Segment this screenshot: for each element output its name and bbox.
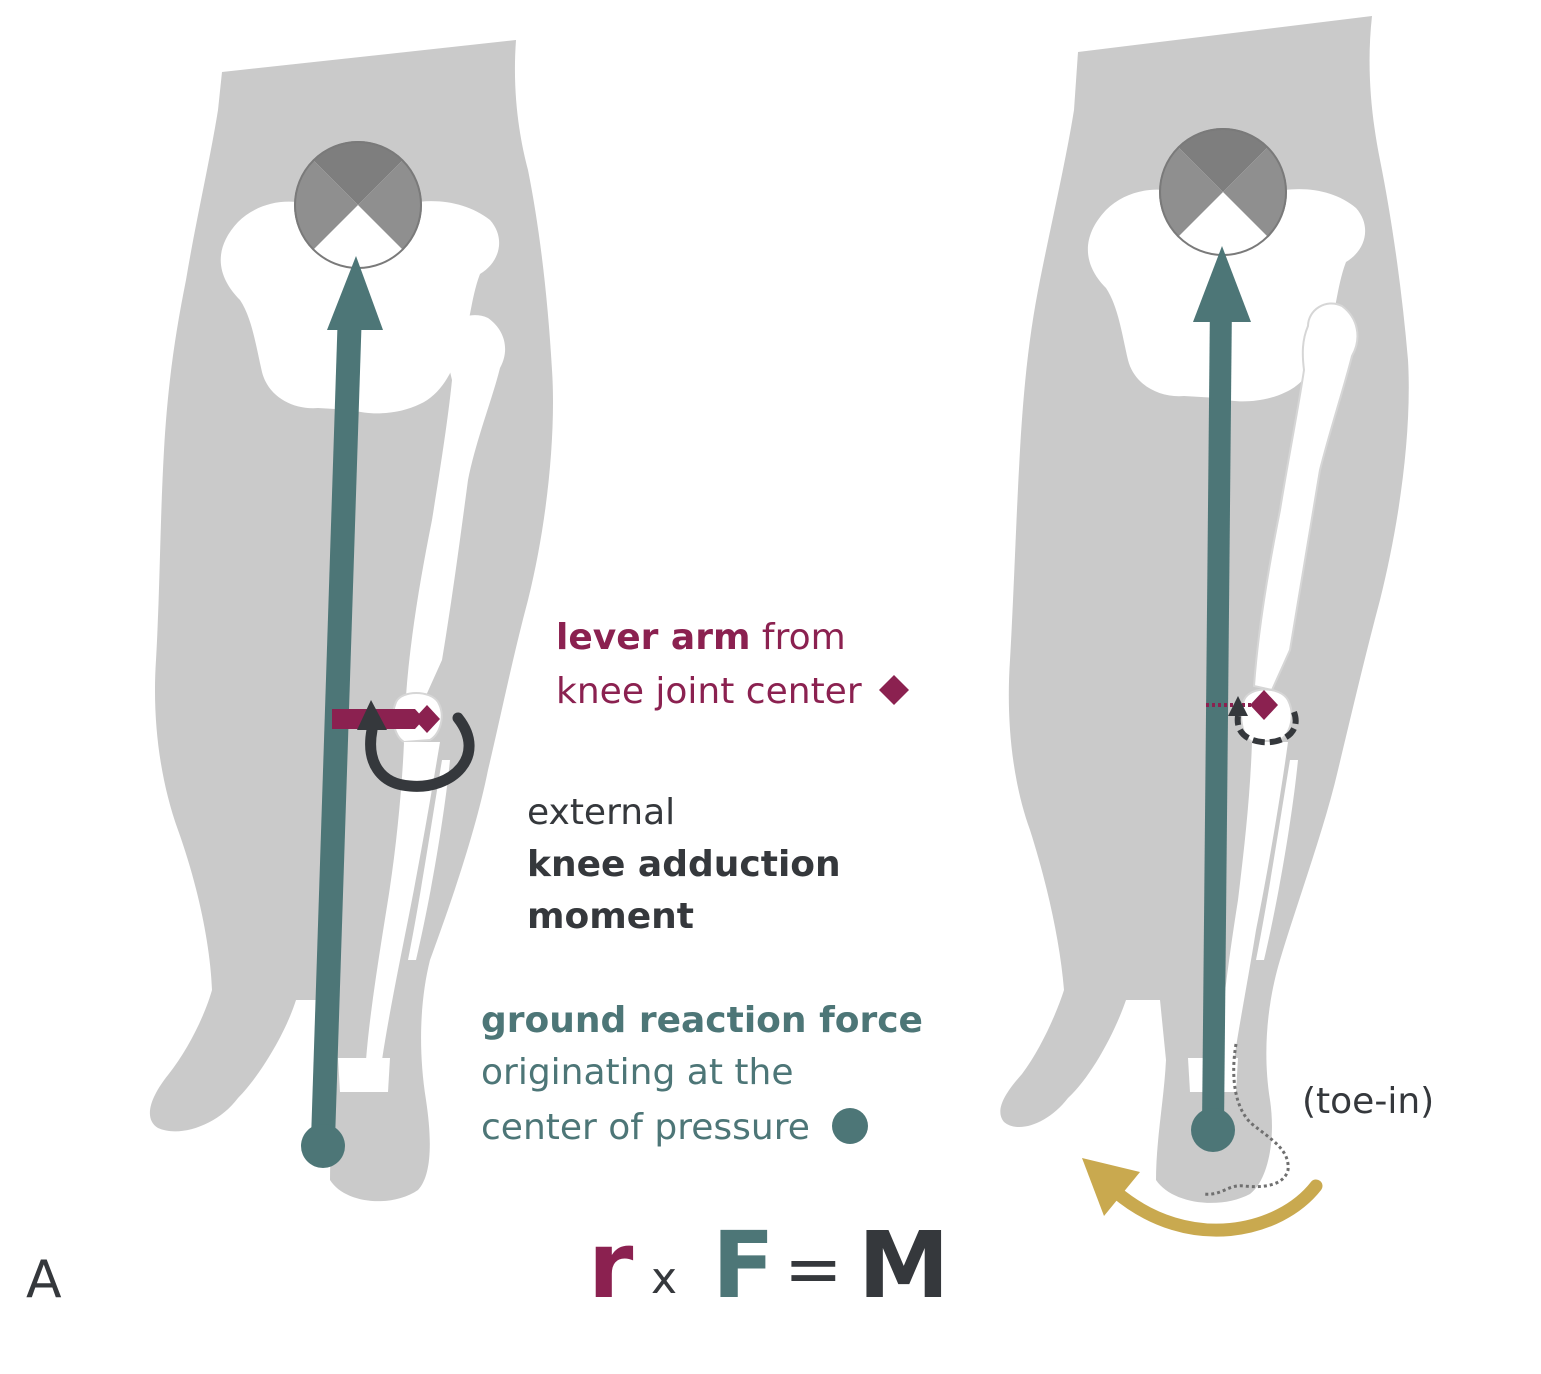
right-toe-in-rotation-arrow — [1109, 1179, 1323, 1237]
equation-times: x — [651, 1253, 678, 1304]
grf-label-line1: ground reaction force — [481, 1000, 923, 1041]
right-knee-center-icon — [1250, 690, 1278, 720]
equation-M: M — [858, 1212, 950, 1319]
grf-label-line3-text: center of pressure — [481, 1107, 810, 1148]
lever-arm-label-bold: lever arm — [556, 617, 751, 658]
lever-arm-label: lever arm from — [556, 620, 846, 656]
left-moment-arrowhead — [357, 700, 387, 730]
left-leg-figure — [149, 40, 553, 1202]
panel-label: A — [26, 1250, 62, 1310]
right-tibia-bone — [1218, 742, 1288, 1060]
center-of-pressure-legend-icon — [832, 1108, 869, 1144]
right-grf-arrow-shaft — [1202, 299, 1232, 1129]
knee-joint-center-label: knee joint center — [556, 673, 911, 710]
equation-equals: = — [784, 1228, 843, 1310]
right-grf-arrowhead — [1193, 246, 1251, 322]
right-toe-in-arrowhead — [1082, 1158, 1140, 1216]
grf-label-line2: originating at the — [481, 1052, 794, 1093]
equation-r: r — [588, 1212, 634, 1319]
equation-F: F — [712, 1212, 775, 1319]
left-fibula-bone — [408, 760, 450, 960]
left-ankle-bone — [338, 1058, 390, 1092]
moment-label-line3: moment — [527, 896, 695, 937]
moment-label-line2: knee adduction — [527, 844, 841, 885]
right-center-of-pressure-icon — [1191, 1108, 1235, 1152]
left-center-of-pressure-icon — [301, 1124, 345, 1168]
right-hip-joint-icon — [1159, 128, 1287, 256]
toe-in-label: (toe-in) — [1302, 1081, 1435, 1122]
left-moment-arrow — [365, 712, 475, 792]
moment-label-line1: external — [527, 792, 676, 833]
grf-label-line3: center of pressure — [481, 1107, 869, 1146]
right-femur-bone — [1252, 302, 1359, 692]
left-tibia-bone — [366, 742, 440, 1060]
left-femur-bone — [406, 315, 506, 700]
right-fibula-bone — [1256, 760, 1298, 960]
left-hip-joint-icon — [294, 141, 422, 269]
left-grf-arrowhead — [327, 256, 383, 330]
knee-joint-center-text: knee joint center — [556, 671, 862, 712]
knee-center-legend-icon — [879, 675, 910, 705]
right-leg-figure — [1000, 16, 1409, 1237]
left-knee-center-icon — [414, 705, 440, 733]
right-moment-arrow — [1234, 710, 1299, 746]
right-toe-in-foot-outline — [1203, 1043, 1290, 1196]
right-moment-arrowhead — [1228, 696, 1248, 716]
lever-arm-label-rest: from — [750, 617, 846, 658]
